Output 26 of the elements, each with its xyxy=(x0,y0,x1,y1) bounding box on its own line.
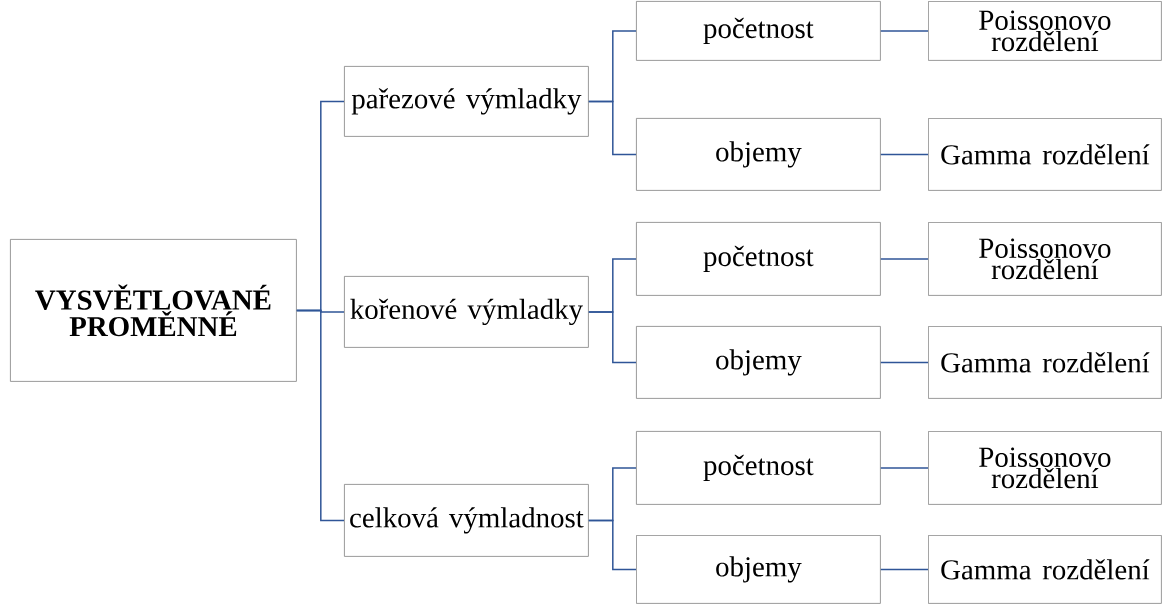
connector-line xyxy=(588,311,637,364)
connector-line xyxy=(880,30,929,32)
process-box: Gamma rozdělení xyxy=(928,535,1162,604)
process-box: objemy xyxy=(636,535,881,604)
connector-line xyxy=(880,258,929,260)
connector-line xyxy=(588,519,637,571)
connector-line xyxy=(588,100,637,156)
connector-line xyxy=(880,467,929,469)
process-box: Poissonovo rozdělení xyxy=(928,222,1162,296)
process-box: celková výmladnost xyxy=(344,484,589,557)
process-box: Poissonovo rozdělení xyxy=(928,1,1162,61)
process-box: početnost xyxy=(636,222,881,296)
process-box: kořenové výmladky xyxy=(344,276,589,348)
connector-line xyxy=(296,309,345,522)
process-box: početnost xyxy=(636,431,881,505)
process-box: objemy xyxy=(636,118,881,191)
connector-line xyxy=(880,568,929,571)
connector-line xyxy=(880,361,929,364)
process-box: Gamma rozdělení xyxy=(928,326,1162,399)
process-box: pařezové výmladky xyxy=(344,66,589,137)
process-box: početnost xyxy=(636,1,881,61)
root-box: VYSVĚTLOVANÉ PROMĚNNÉ xyxy=(10,239,297,382)
connector-line xyxy=(880,153,929,156)
process-box: Poissonovo rozdělení xyxy=(928,431,1162,505)
process-box: Gamma rozdělení xyxy=(928,118,1162,191)
process-box: objemy xyxy=(636,326,881,399)
